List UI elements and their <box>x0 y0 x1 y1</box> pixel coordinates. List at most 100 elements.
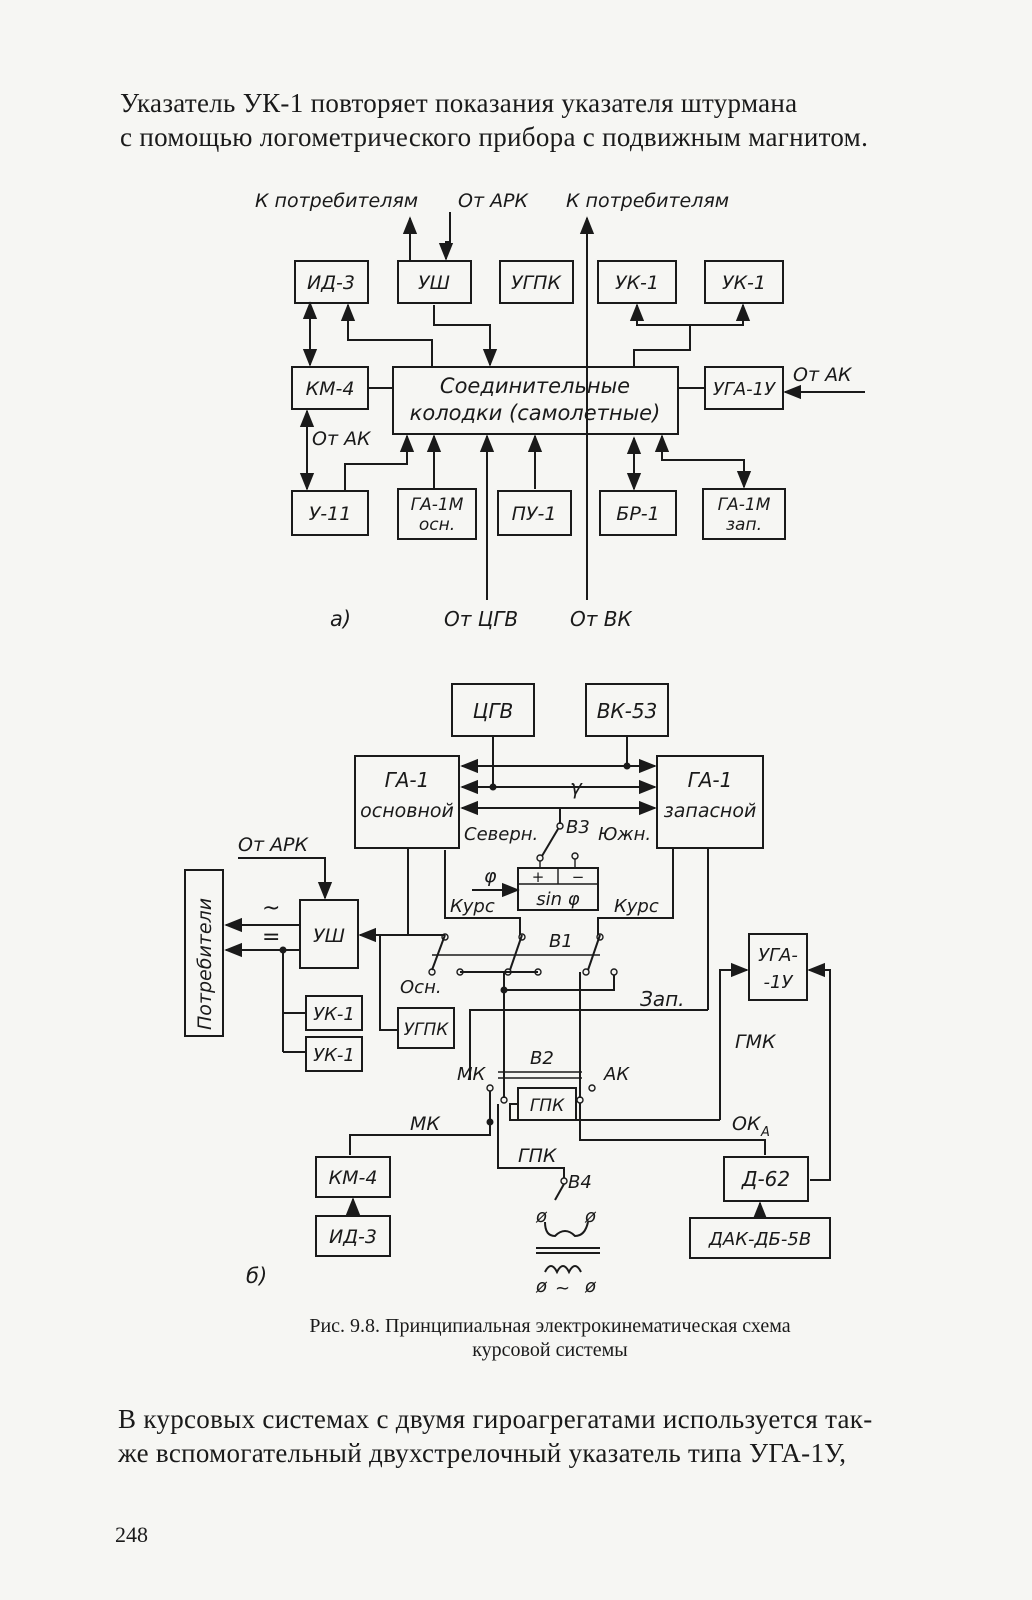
b-block-ga1-main-line2: основной <box>360 800 454 822</box>
svg-text:ø: ø <box>584 1206 597 1227</box>
a-block-ga1m-main <box>397 488 477 540</box>
a-block-connectors-line2: колодки (самолетные) <box>410 401 661 425</box>
b-osn: Осн. <box>400 977 442 998</box>
a-block-ush <box>397 260 472 304</box>
a-block-u11 <box>291 490 369 536</box>
a-block-ugpk <box>499 260 574 304</box>
a-block-ga1m-main-line2: осн. <box>419 515 455 535</box>
a-block-ush-label: УШ <box>418 272 450 294</box>
page-number: 248 <box>115 1522 148 1547</box>
b-course-left: Курс <box>450 896 495 917</box>
a-block-ugpk-label: УГПК <box>511 272 562 294</box>
a-block-pu1-label: ПУ-1 <box>512 503 557 525</box>
b-ugpk-line <box>358 927 398 1031</box>
b-block-ga1-main-line1: ГА-1 <box>385 768 430 792</box>
b-v2: В2 <box>530 1048 554 1069</box>
a-connections <box>299 212 865 600</box>
a-block-connectors-line1: Соединительные <box>440 374 630 398</box>
b-switch-v4-and-power: ø ø ø ~ ø <box>535 1177 600 1299</box>
b-label: б) <box>246 1264 267 1288</box>
b-dc-sign: = <box>262 925 280 950</box>
a-block-uga1u-label: УГА-1У <box>713 379 776 400</box>
a-label: а) <box>330 607 351 631</box>
b-ac-sign: ~ <box>262 896 280 921</box>
a-block-uk1-a-label: УК-1 <box>615 272 659 294</box>
a-block-ga1m-main-line1: ГА-1М <box>411 495 464 515</box>
b-block-ugpk <box>397 1007 455 1049</box>
b-block-uga1u <box>748 933 808 1001</box>
b-block-id3 <box>315 1215 391 1257</box>
b-gmk: ГМК <box>735 1031 777 1053</box>
a-block-uk1-b <box>704 260 784 304</box>
b-mk-switch: МК <box>457 1064 487 1085</box>
b-ok-a-sub: А <box>760 1125 770 1140</box>
b-course-lines <box>407 848 709 1010</box>
a-bottom-from-vk: От ВК <box>570 607 632 631</box>
a-block-ga1m-spare-line2: зап. <box>726 515 762 535</box>
b-v1: В1 <box>549 931 573 952</box>
b-ak-switch: АК <box>603 1064 630 1085</box>
b-block-gpk-label: ГПК <box>530 1096 565 1116</box>
a-top-consumers-left: К потребителям <box>255 190 418 212</box>
b-northern: Северн. <box>464 824 538 845</box>
b-switch-v2 <box>486 1071 596 1104</box>
a-bottom-from-cgv: От ЦГВ <box>444 607 518 631</box>
svg-text:ø: ø <box>584 1276 597 1297</box>
b-from-ark-line <box>238 857 333 900</box>
b-block-d62 <box>723 1156 809 1202</box>
b-mk-line: МК <box>410 1113 441 1135</box>
b-block-ga1-spare-line2: запасной <box>664 800 757 822</box>
paragraph-bottom-line-2: же вспомогательный двухстрелочный указат… <box>118 1438 847 1468</box>
b-phi: φ <box>484 865 497 887</box>
b-block-uga1u-line1: УГА- <box>758 945 798 966</box>
figure-caption-line-2: курсовой системы <box>472 1339 628 1361</box>
b-block-km4-label: КМ-4 <box>329 1167 378 1189</box>
b-block-d62-label: Д-62 <box>741 1167 790 1191</box>
b-from-ark: От АРК <box>238 834 310 856</box>
svg-text:~: ~ <box>555 1278 570 1299</box>
a-block-br1 <box>599 490 677 536</box>
paragraph-bottom-line-1: В курсовых системах с двумя гироагрегата… <box>118 1404 873 1434</box>
b-block-consumers <box>184 869 224 1037</box>
b-gamma: γ <box>570 775 583 799</box>
diagram-b: ЦГВ ВК-53 ГА-1 основной ГА-1 запасной γ … <box>184 683 831 1299</box>
a-block-ga1m-spare-line1: ГА-1М <box>718 495 771 515</box>
b-block-uk1-a-label: УК-1 <box>313 1004 355 1025</box>
paragraph-bottom: В курсовых системах с двумя гироагрегата… <box>118 1402 998 1470</box>
b-switch-v1 <box>428 933 618 976</box>
b-block-uk1-a <box>305 995 363 1031</box>
figure-caption-line-1: Рис. 9.8. Принципиальная электрокинемати… <box>309 1315 791 1337</box>
b-v3: В3 <box>566 817 590 838</box>
figure-caption: Рис. 9.8. Принципиальная электрокинемати… <box>180 1314 920 1362</box>
a-from-ak-left: От АК <box>312 428 372 450</box>
b-block-km4 <box>315 1156 391 1198</box>
paragraph-top-line-2: с помощью логометрического прибора с под… <box>120 122 869 152</box>
a-top-consumers-right: К потребителям <box>566 190 729 212</box>
b-block-uk1-b <box>305 1036 363 1072</box>
a-block-u11-label: У-11 <box>309 503 352 525</box>
diagram-a: К потребителям От АРК К потребителям ИД-… <box>255 190 865 631</box>
b-southern: Южн. <box>598 824 651 845</box>
a-block-connectors <box>392 366 679 435</box>
paragraph-top: Указатель УК-1 повторяет показания указа… <box>120 86 950 154</box>
a-block-id3 <box>294 260 369 304</box>
b-sin-phi: sin φ <box>536 889 580 910</box>
b-ok-a: ОК <box>732 1113 762 1135</box>
b-zap: Зап. <box>640 987 685 1011</box>
a-block-uk1-b-label: УК-1 <box>722 272 766 294</box>
b-block-uga1u-line2: -1У <box>764 972 794 993</box>
b-block-dak-label: ДАК-ДБ-5В <box>708 1229 811 1250</box>
a-block-ga1m-spare <box>702 488 786 540</box>
b-block-id3-label: ИД-3 <box>329 1226 377 1248</box>
b-gpk-line: ГПК <box>518 1145 558 1167</box>
b-plus: + <box>532 868 545 886</box>
b-course-right: Курс <box>614 896 659 917</box>
b-block-ga1-spare <box>656 755 764 849</box>
a-block-id3-label: ИД-3 <box>307 272 355 294</box>
b-v4: В4 <box>568 1172 592 1193</box>
b-block-ugpk-label: УГПК <box>404 1020 450 1040</box>
b-block-dak <box>689 1217 831 1259</box>
a-block-km4-label: КМ-4 <box>306 378 355 400</box>
b-block-uk1-b-label: УК-1 <box>313 1045 355 1066</box>
